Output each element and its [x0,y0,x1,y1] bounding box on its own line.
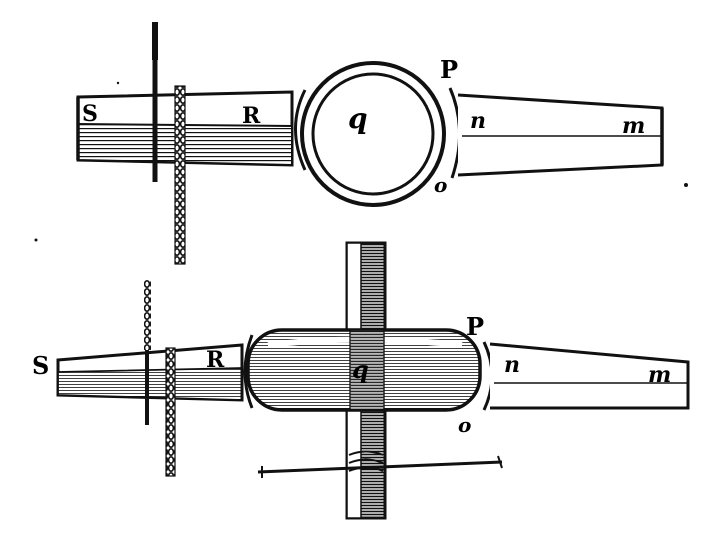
speck [34,238,38,242]
lower-left-collar [243,334,254,409]
speck [684,183,688,187]
lower-right-arm [489,342,690,410]
upper-label-m: m [622,113,645,139]
lower-drum [246,328,482,412]
speck [116,81,120,85]
upper-left-collar [294,89,307,171]
upper-label-n: n [470,108,486,134]
lower-thread-rod [257,455,503,478]
lower-label-m: m [648,362,671,388]
lower-label-o: o [458,413,471,437]
lower-cord [165,347,176,477]
upper-label-p: P [440,55,458,84]
upper-label-o: o [434,173,447,197]
lower-label-q: q [352,355,369,384]
upper-cord [174,85,186,265]
upper-label-s: S [82,101,98,127]
lower-label-s: S [32,351,49,380]
lower-label-p: P [466,312,484,341]
upper-label-r: R [242,103,261,129]
lower-figure: S R q P n m o [32,241,690,520]
lower-left-handle [56,343,244,402]
upper-hub [300,61,446,207]
upper-right-arm [457,93,664,177]
lower-label-n: n [504,352,520,378]
lower-vertical-rod [144,280,151,425]
lower-label-r: R [206,347,225,373]
upper-label-q: q [348,102,368,135]
upper-figure: S R q P n m o [76,22,664,265]
